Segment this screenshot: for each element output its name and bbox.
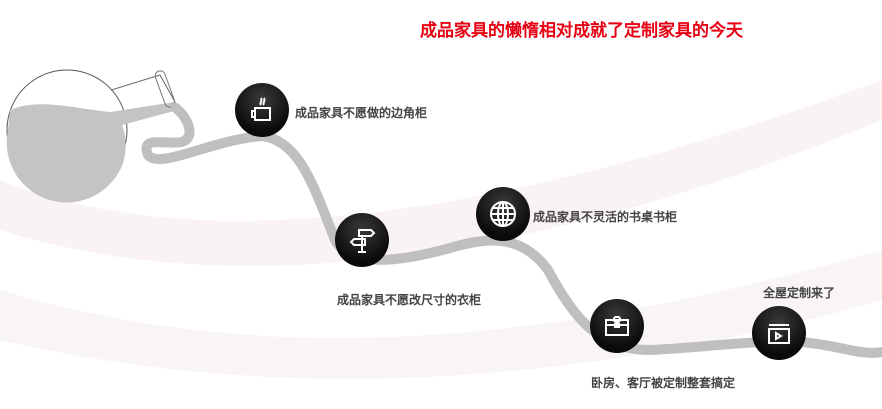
background-swoosh	[0, 80, 882, 266]
step-4-node	[590, 299, 644, 353]
step-4-label: 卧房、客厅被定制整套搞定	[591, 376, 736, 390]
flask-icon	[6, 69, 179, 203]
video-window-icon	[768, 324, 790, 344]
step-3-label: 成品家具不灵活的书桌书柜	[533, 210, 678, 224]
signpost-icon	[349, 229, 376, 253]
background-swoosh	[0, 250, 882, 379]
coffee-cup-icon	[251, 97, 271, 121]
page-title: 成品家具的懒惰相对成就了定制家具的今天	[420, 21, 743, 41]
step-2-node	[335, 213, 389, 267]
step-1-node	[235, 83, 289, 137]
step-5-node	[752, 306, 806, 360]
step-1-label: 成品家具不愿做的边角柜	[295, 106, 428, 120]
globe-icon	[490, 201, 516, 227]
briefcase-icon	[605, 316, 629, 336]
stream-path	[141, 103, 882, 358]
step-5-label: 全屋定制来了	[763, 286, 836, 300]
step-3-node	[476, 187, 530, 241]
step-2-label: 成品家具不愿改尺寸的衣柜	[337, 293, 482, 307]
